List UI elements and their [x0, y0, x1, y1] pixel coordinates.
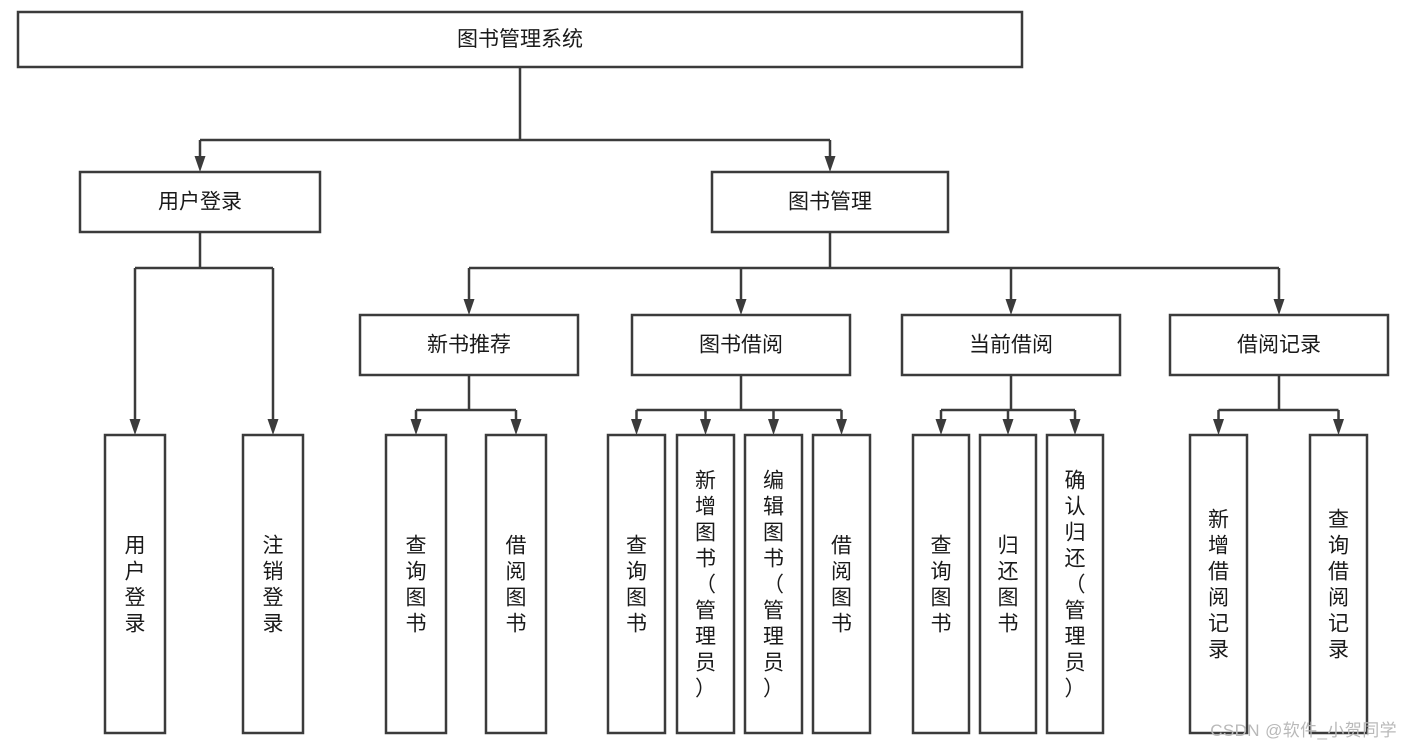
node-l-rec-query-record[interactable]: 查询借阅记录 — [1308, 433, 1369, 735]
node-label: 新增图书（管理员） — [695, 469, 716, 700]
node-label: 图书借阅 — [699, 334, 783, 357]
node-box — [103, 433, 167, 735]
node-label: 当前借阅 — [969, 334, 1053, 357]
node-l-user-logout[interactable]: 注销登录 — [241, 433, 305, 735]
node-label: 查询借阅记录 — [1328, 508, 1349, 661]
node-box — [1308, 433, 1369, 735]
node-label: 查询图书 — [626, 534, 647, 635]
node-label: 用户登录 — [125, 534, 146, 635]
node-label: 归还图书 — [998, 534, 1019, 635]
node-label: 确认归还（管理员） — [1065, 469, 1086, 700]
node-l-rec-query-book[interactable]: 查询图书 — [384, 433, 448, 735]
node-l-rec-borrow-book[interactable]: 借阅图书 — [484, 433, 548, 735]
node-label: 借阅图书 — [506, 534, 527, 635]
node-l-cur-query-book[interactable]: 查询图书 — [911, 433, 971, 735]
node-n-borrow-record[interactable]: 借阅记录 — [1168, 313, 1390, 377]
node-box — [1188, 433, 1249, 735]
node-box — [710, 170, 950, 234]
node-box — [78, 170, 322, 234]
node-n-user-login[interactable]: 用户登录 — [78, 170, 322, 234]
node-box — [630, 313, 852, 377]
node-box — [1045, 433, 1105, 735]
node-label: 编辑图书（管理员） — [763, 469, 784, 700]
node-label: 用户登录 — [158, 191, 242, 214]
node-box — [384, 433, 448, 735]
node-l-user-login[interactable]: 用户登录 — [103, 433, 167, 735]
node-label: 查询图书 — [406, 534, 427, 635]
node-root[interactable]: 图书管理系统 — [16, 10, 1024, 69]
node-label: 新书推荐 — [427, 334, 511, 357]
node-box — [900, 313, 1122, 377]
node-box — [1168, 313, 1390, 377]
node-l-rec-add-record[interactable]: 新增借阅记录 — [1188, 433, 1249, 735]
node-box — [675, 433, 736, 735]
node-box — [358, 313, 580, 377]
node-l-cur-return-book[interactable]: 归还图书 — [978, 433, 1038, 735]
node-label: 注销登录 — [263, 534, 284, 635]
node-box — [606, 433, 667, 735]
node-label: 借阅记录 — [1237, 334, 1321, 357]
node-box — [743, 433, 804, 735]
node-l-borrow-borrow-book[interactable]: 借阅图书 — [811, 433, 872, 735]
node-label: 图书管理 — [788, 191, 872, 214]
node-l-borrow-add-book[interactable]: 新增图书（管理员） — [675, 433, 736, 735]
connector-layer — [129, 67, 1344, 435]
node-box — [978, 433, 1038, 735]
node-box — [241, 433, 305, 735]
node-n-new-book-rec[interactable]: 新书推荐 — [358, 313, 580, 377]
csdn-watermark: CSDN @软件_小贺同学 — [1210, 721, 1397, 740]
node-l-cur-confirm-return[interactable]: 确认归还（管理员） — [1045, 433, 1105, 735]
node-n-book-manage[interactable]: 图书管理 — [710, 170, 950, 234]
node-box — [911, 433, 971, 735]
node-label: 新增借阅记录 — [1208, 508, 1229, 661]
node-n-current-borrow[interactable]: 当前借阅 — [900, 313, 1122, 377]
node-n-book-borrow[interactable]: 图书借阅 — [630, 313, 852, 377]
node-label: 图书管理系统 — [457, 28, 583, 51]
node-box — [484, 433, 548, 735]
node-box — [811, 433, 872, 735]
node-label: 查询图书 — [931, 534, 952, 635]
node-box — [16, 10, 1024, 69]
node-layer: 图书管理系统用户登录图书管理新书推荐图书借阅当前借阅借阅记录用户登录注销登录查询… — [16, 10, 1390, 735]
node-label: 借阅图书 — [831, 534, 852, 635]
node-l-borrow-edit-book[interactable]: 编辑图书（管理员） — [743, 433, 804, 735]
node-l-borrow-query-book[interactable]: 查询图书 — [606, 433, 667, 735]
